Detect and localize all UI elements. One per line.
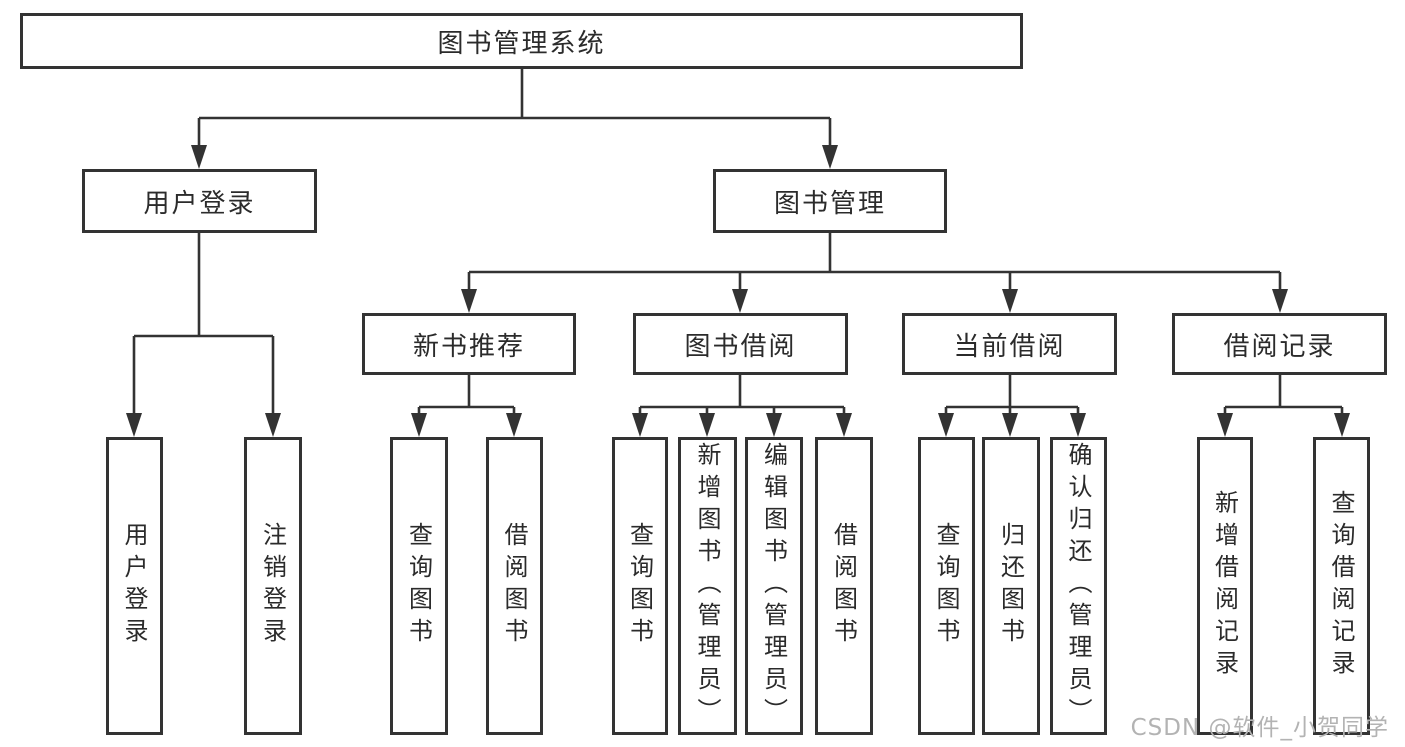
- node-user-login-label: 用户登录: [143, 188, 256, 219]
- leaf-query-borrow-record-label: 查询借阅记录: [1327, 490, 1355, 682]
- leaf-user-login-label: 用户登录: [120, 522, 148, 650]
- leaf-user-login: 用户登录: [106, 437, 163, 735]
- leaf-return-book: 归还图书: [982, 437, 1040, 735]
- leaf-borrow-book-2: 借阅图书: [815, 437, 873, 735]
- leaf-query-book-3: 查询图书: [918, 437, 975, 735]
- leaf-query-book-3-label: 查询图书: [932, 522, 960, 650]
- leaf-borrow-book-1: 借阅图书: [486, 437, 543, 735]
- leaf-confirm-return-admin: 确认归还（管理员）: [1050, 437, 1107, 735]
- leaf-edit-book-admin-label: 编辑图书（管理员）: [759, 442, 788, 730]
- leaf-query-borrow-record: 查询借阅记录: [1313, 437, 1370, 735]
- node-root-label: 图书管理系统: [437, 28, 606, 59]
- leaf-borrow-book-1-label: 借阅图书: [500, 522, 528, 650]
- csdn-watermark: CSDN @软件_小贺同学: [1130, 715, 1389, 741]
- leaf-add-borrow-record-label: 新增借阅记录: [1210, 490, 1239, 682]
- leaf-add-book-admin: 新增图书（管理员）: [678, 437, 737, 735]
- leaf-logout: 注销登录: [244, 437, 302, 735]
- arrowheads: [126, 145, 1350, 437]
- node-new-book-recommend-label: 新书推荐: [412, 331, 525, 362]
- node-new-book-recommend: 新书推荐: [362, 313, 576, 375]
- leaf-query-book-1: 查询图书: [390, 437, 448, 735]
- leaf-query-book-2-label: 查询图书: [625, 522, 654, 650]
- node-book-management-label: 图书管理: [773, 188, 886, 219]
- node-book-management: 图书管理: [713, 169, 947, 233]
- leaf-add-borrow-record: 新增借阅记录: [1197, 437, 1253, 735]
- leaf-borrow-book-2-label: 借阅图书: [829, 522, 858, 650]
- node-root-system: 图书管理系统: [20, 13, 1023, 69]
- node-borrow-record-label: 借阅记录: [1223, 331, 1336, 362]
- node-book-borrow: 图书借阅: [633, 313, 848, 375]
- leaf-query-book-2: 查询图书: [612, 437, 668, 735]
- leaf-return-book-label: 归还图书: [996, 522, 1025, 650]
- leaf-query-book-1-label: 查询图书: [404, 522, 433, 650]
- node-current-borrow: 当前借阅: [902, 313, 1117, 375]
- node-book-borrow-label: 图书借阅: [684, 331, 797, 362]
- node-borrow-record: 借阅记录: [1172, 313, 1387, 375]
- leaf-add-book-admin-label: 新增图书（管理员）: [693, 442, 721, 730]
- leaf-confirm-return-admin-label: 确认归还（管理员）: [1064, 442, 1092, 730]
- leaf-logout-label: 注销登录: [258, 522, 287, 650]
- node-current-borrow-label: 当前借阅: [953, 331, 1066, 362]
- leaf-edit-book-admin: 编辑图书（管理员）: [745, 437, 803, 735]
- node-user-login: 用户登录: [82, 169, 317, 233]
